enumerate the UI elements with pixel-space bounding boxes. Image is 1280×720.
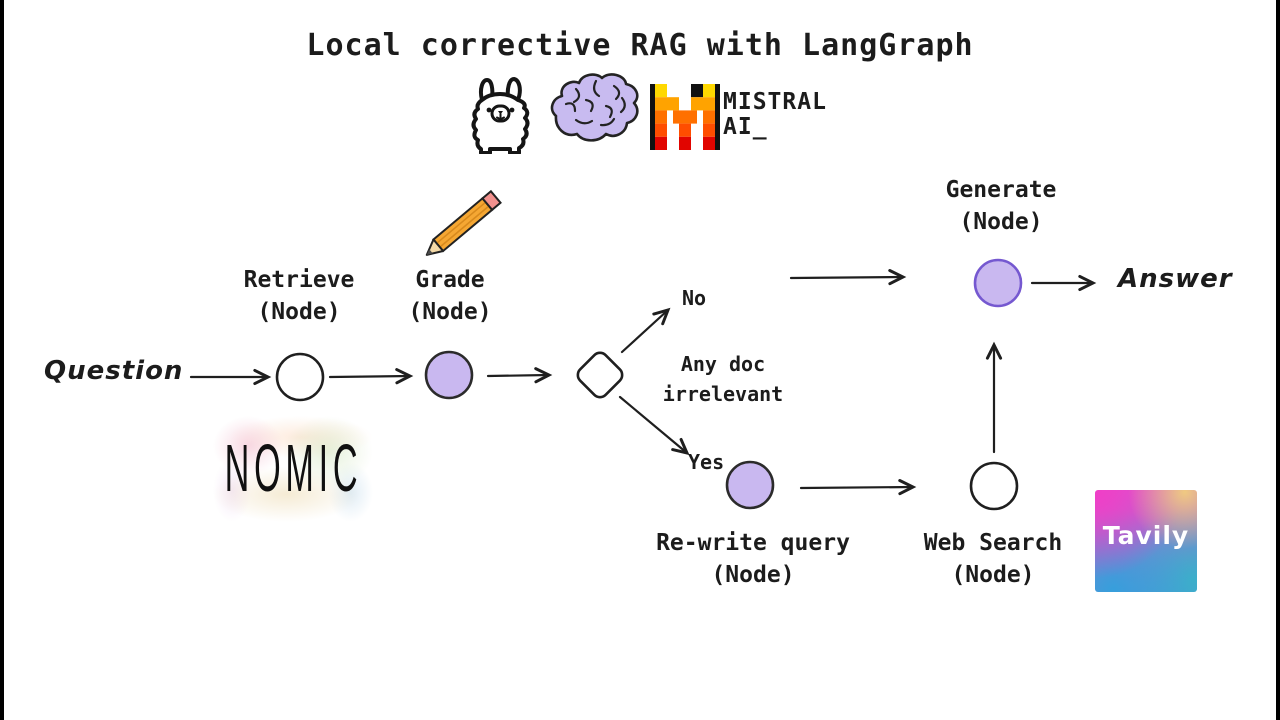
websearch-node-circle <box>969 461 1019 511</box>
rewrite-label-line2: (Node) <box>711 562 795 588</box>
mistral-wordmark: MISTRAL AI_ <box>723 90 827 140</box>
ollama-llama-icon <box>471 77 530 154</box>
mistral-m-icon <box>650 84 720 150</box>
retrieve-label-line1: Retrieve <box>243 267 355 293</box>
retrieve-label-line2: (Node) <box>257 299 341 325</box>
nomic-logo: NOMIC <box>213 416 373 522</box>
brain-icon <box>550 73 639 142</box>
arrow-rewrite-to-websearch <box>799 479 917 496</box>
arrow-decision-no <box>620 307 671 354</box>
right-border-bar <box>1276 0 1280 720</box>
rewrite-label-line1: Re-write query <box>656 530 850 556</box>
decision-diamond <box>576 351 624 399</box>
no-edge-label: No <box>682 286 707 310</box>
mistral-wordmark-line1: MISTRAL <box>723 89 827 115</box>
arrow-decision-yes <box>618 395 690 456</box>
yes-edge-label: Yes <box>688 450 725 474</box>
websearch-node-label: Web Search (Node) <box>924 527 1062 591</box>
tavily-logo-text: Tavily <box>1102 520 1190 550</box>
retrieve-node-label: Retrieve (Node) <box>244 264 355 328</box>
websearch-label-line1: Web Search <box>923 530 1063 556</box>
rewrite-node-label: Re-write query (Node) <box>656 527 850 591</box>
generate-node-label: Generate (Node) <box>946 174 1057 238</box>
tavily-logo: Tavily <box>1095 490 1197 592</box>
rewrite-node-circle <box>725 460 775 510</box>
page-title: Local corrective RAG with LangGraph <box>306 28 974 63</box>
pencil-icon <box>425 189 502 256</box>
answer-output-label: Answer <box>1118 264 1233 294</box>
grade-label-line2: (Node) <box>408 299 492 325</box>
generate-node-circle <box>973 258 1023 308</box>
left-border-bar <box>0 0 4 720</box>
generate-label-line1: Generate <box>945 177 1057 203</box>
generate-label-line2: (Node) <box>959 209 1043 235</box>
condition-label: Any doc irrelevant <box>663 349 783 409</box>
arrow-grade-to-decision <box>486 367 553 384</box>
question-input-label: Question <box>44 356 184 386</box>
nomic-logo-text: NOMIC <box>224 430 362 506</box>
grade-node-circle <box>424 350 474 400</box>
grade-label-line1: Grade <box>415 267 485 293</box>
condition-line2: irrelevant <box>662 382 784 406</box>
arrow-no-to-generate <box>789 269 907 286</box>
mistral-wordmark-line2: AI_ <box>723 114 768 140</box>
grade-node-label: Grade (Node) <box>408 264 491 328</box>
retrieve-node-circle <box>275 352 325 402</box>
arrow-retrieve-to-grade <box>328 368 414 385</box>
websearch-label-line2: (Node) <box>951 562 1035 588</box>
condition-line1: Any doc <box>680 352 766 376</box>
